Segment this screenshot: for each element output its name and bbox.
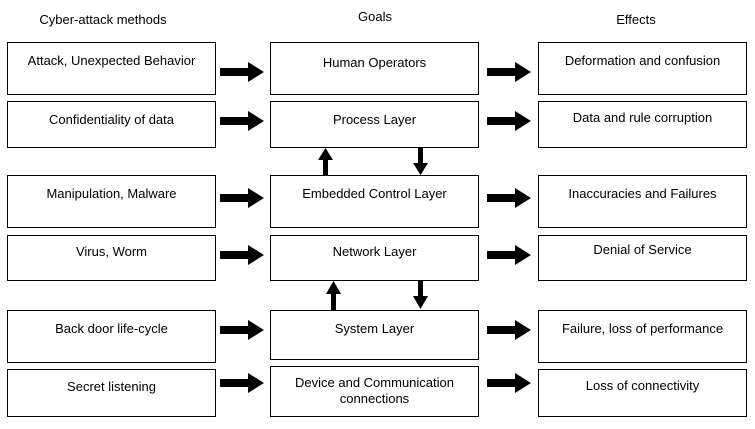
arrow-down-icon bbox=[413, 281, 428, 309]
arrow-down-icon bbox=[413, 148, 428, 175]
goal-box: Embedded Control Layer bbox=[270, 175, 479, 228]
method-label: Confidentiality of data bbox=[48, 112, 175, 127]
goal-box: Human Operators bbox=[270, 42, 479, 95]
effect-label: Deformation and confusion bbox=[564, 53, 721, 68]
effect-box: Failure, loss of performance bbox=[538, 310, 747, 363]
effect-label: Loss of connectivity bbox=[585, 378, 700, 393]
heading-methods: Cyber-attack methods bbox=[39, 12, 167, 27]
arrow-right-icon bbox=[220, 111, 264, 131]
goal-box: Device and Communication connections bbox=[270, 366, 479, 417]
arrow-right-icon bbox=[220, 245, 264, 265]
goal-label: Human Operators bbox=[322, 55, 427, 70]
arrow-right-icon bbox=[220, 62, 264, 82]
arrow-right-icon bbox=[487, 373, 531, 393]
method-box: Virus, Worm bbox=[7, 235, 216, 281]
effect-label: Data and rule corruption bbox=[572, 110, 713, 125]
method-label: Virus, Worm bbox=[75, 244, 148, 259]
arrow-right-icon bbox=[487, 111, 531, 131]
goal-label: Device and Communication connections bbox=[295, 375, 454, 406]
arrow-right-icon bbox=[487, 320, 531, 340]
effect-box: Inaccuracies and Failures bbox=[538, 175, 747, 228]
goal-label: System Layer bbox=[334, 321, 415, 336]
method-label: Secret listening bbox=[67, 379, 156, 394]
goal-label: Process Layer bbox=[332, 112, 417, 127]
effect-box: Deformation and confusion bbox=[538, 42, 747, 95]
goal-box: Process Layer bbox=[270, 101, 479, 148]
effect-label: Inaccuracies and Failures bbox=[568, 186, 717, 201]
method-box: Confidentiality of data bbox=[7, 101, 216, 148]
heading-goals: Goals bbox=[358, 9, 392, 24]
goal-box: System Layer bbox=[270, 310, 479, 360]
arrow-right-icon bbox=[487, 188, 531, 208]
method-label: Manipulation, Malware bbox=[46, 186, 177, 201]
method-label: Back door life-cycle bbox=[55, 321, 168, 336]
arrow-up-icon bbox=[326, 281, 341, 310]
effect-label: Failure, loss of performance bbox=[561, 321, 724, 336]
effect-box: Data and rule corruption bbox=[538, 101, 747, 148]
effect-box: Denial of Service bbox=[538, 235, 747, 281]
arrow-right-icon bbox=[220, 320, 264, 340]
method-box: Secret listening bbox=[7, 369, 216, 417]
goal-box: Network Layer bbox=[270, 235, 479, 281]
effect-box: Loss of connectivity bbox=[538, 369, 747, 417]
method-box: Attack, Unexpected Behavior bbox=[7, 42, 216, 95]
goal-label: Network Layer bbox=[332, 244, 417, 259]
arrow-right-icon bbox=[487, 245, 531, 265]
arrow-right-icon bbox=[220, 373, 264, 393]
method-label: Attack, Unexpected Behavior bbox=[27, 53, 196, 68]
goal-label: Embedded Control Layer bbox=[302, 186, 447, 201]
method-box: Back door life-cycle bbox=[7, 310, 216, 363]
effect-label: Denial of Service bbox=[593, 242, 692, 257]
arrow-right-icon bbox=[487, 62, 531, 82]
arrow-right-icon bbox=[220, 188, 264, 208]
heading-effects: Effects bbox=[616, 12, 656, 27]
method-box: Manipulation, Malware bbox=[7, 175, 216, 228]
arrow-up-icon bbox=[318, 148, 333, 175]
